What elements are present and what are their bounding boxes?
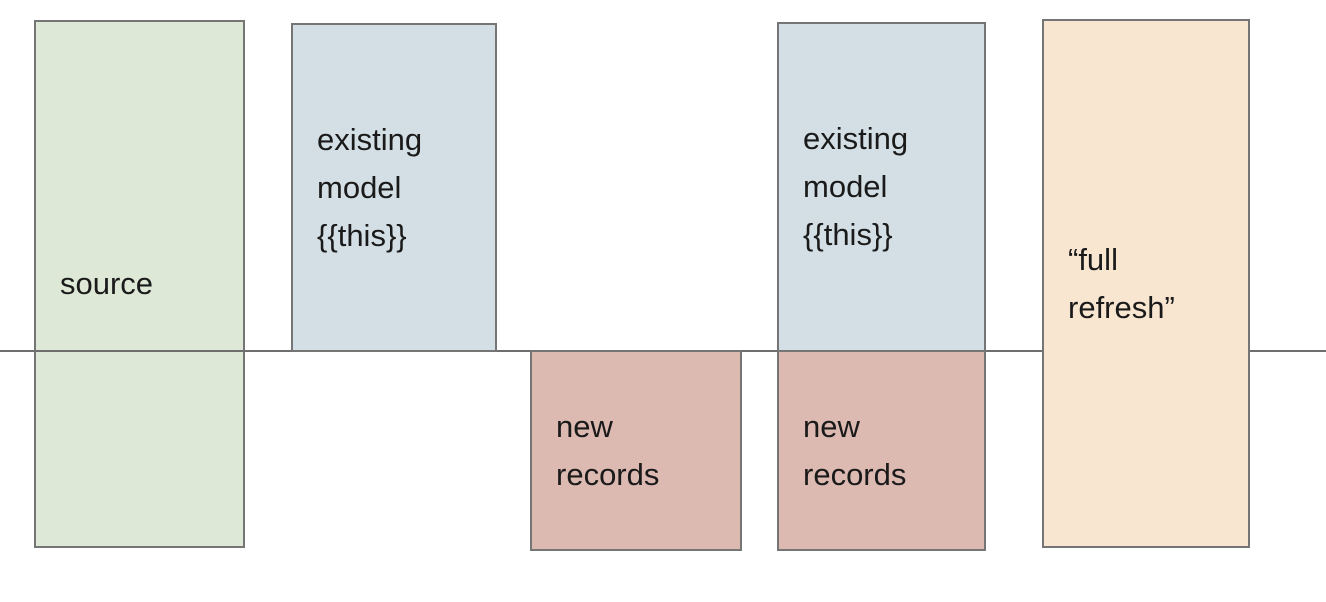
full-refresh-label: “full refresh” xyxy=(1068,241,1175,325)
source-label: source xyxy=(60,266,154,301)
full-refresh-box: “full refresh” xyxy=(1042,19,1250,548)
existing-model-box-2: existing model {{this}} xyxy=(777,22,986,352)
existing-model-box-1: existing model {{this}} xyxy=(291,23,497,352)
new-records-label-1: new records xyxy=(556,408,660,492)
existing-model-label-1: existing model {{this}} xyxy=(317,121,423,253)
new-records-box-1: new records xyxy=(530,350,742,551)
new-records-box-2: new records xyxy=(777,350,986,551)
existing-model-label-2: existing model {{this}} xyxy=(803,121,909,252)
source-box: source xyxy=(34,20,245,548)
new-records-label-2: new records xyxy=(803,408,907,492)
